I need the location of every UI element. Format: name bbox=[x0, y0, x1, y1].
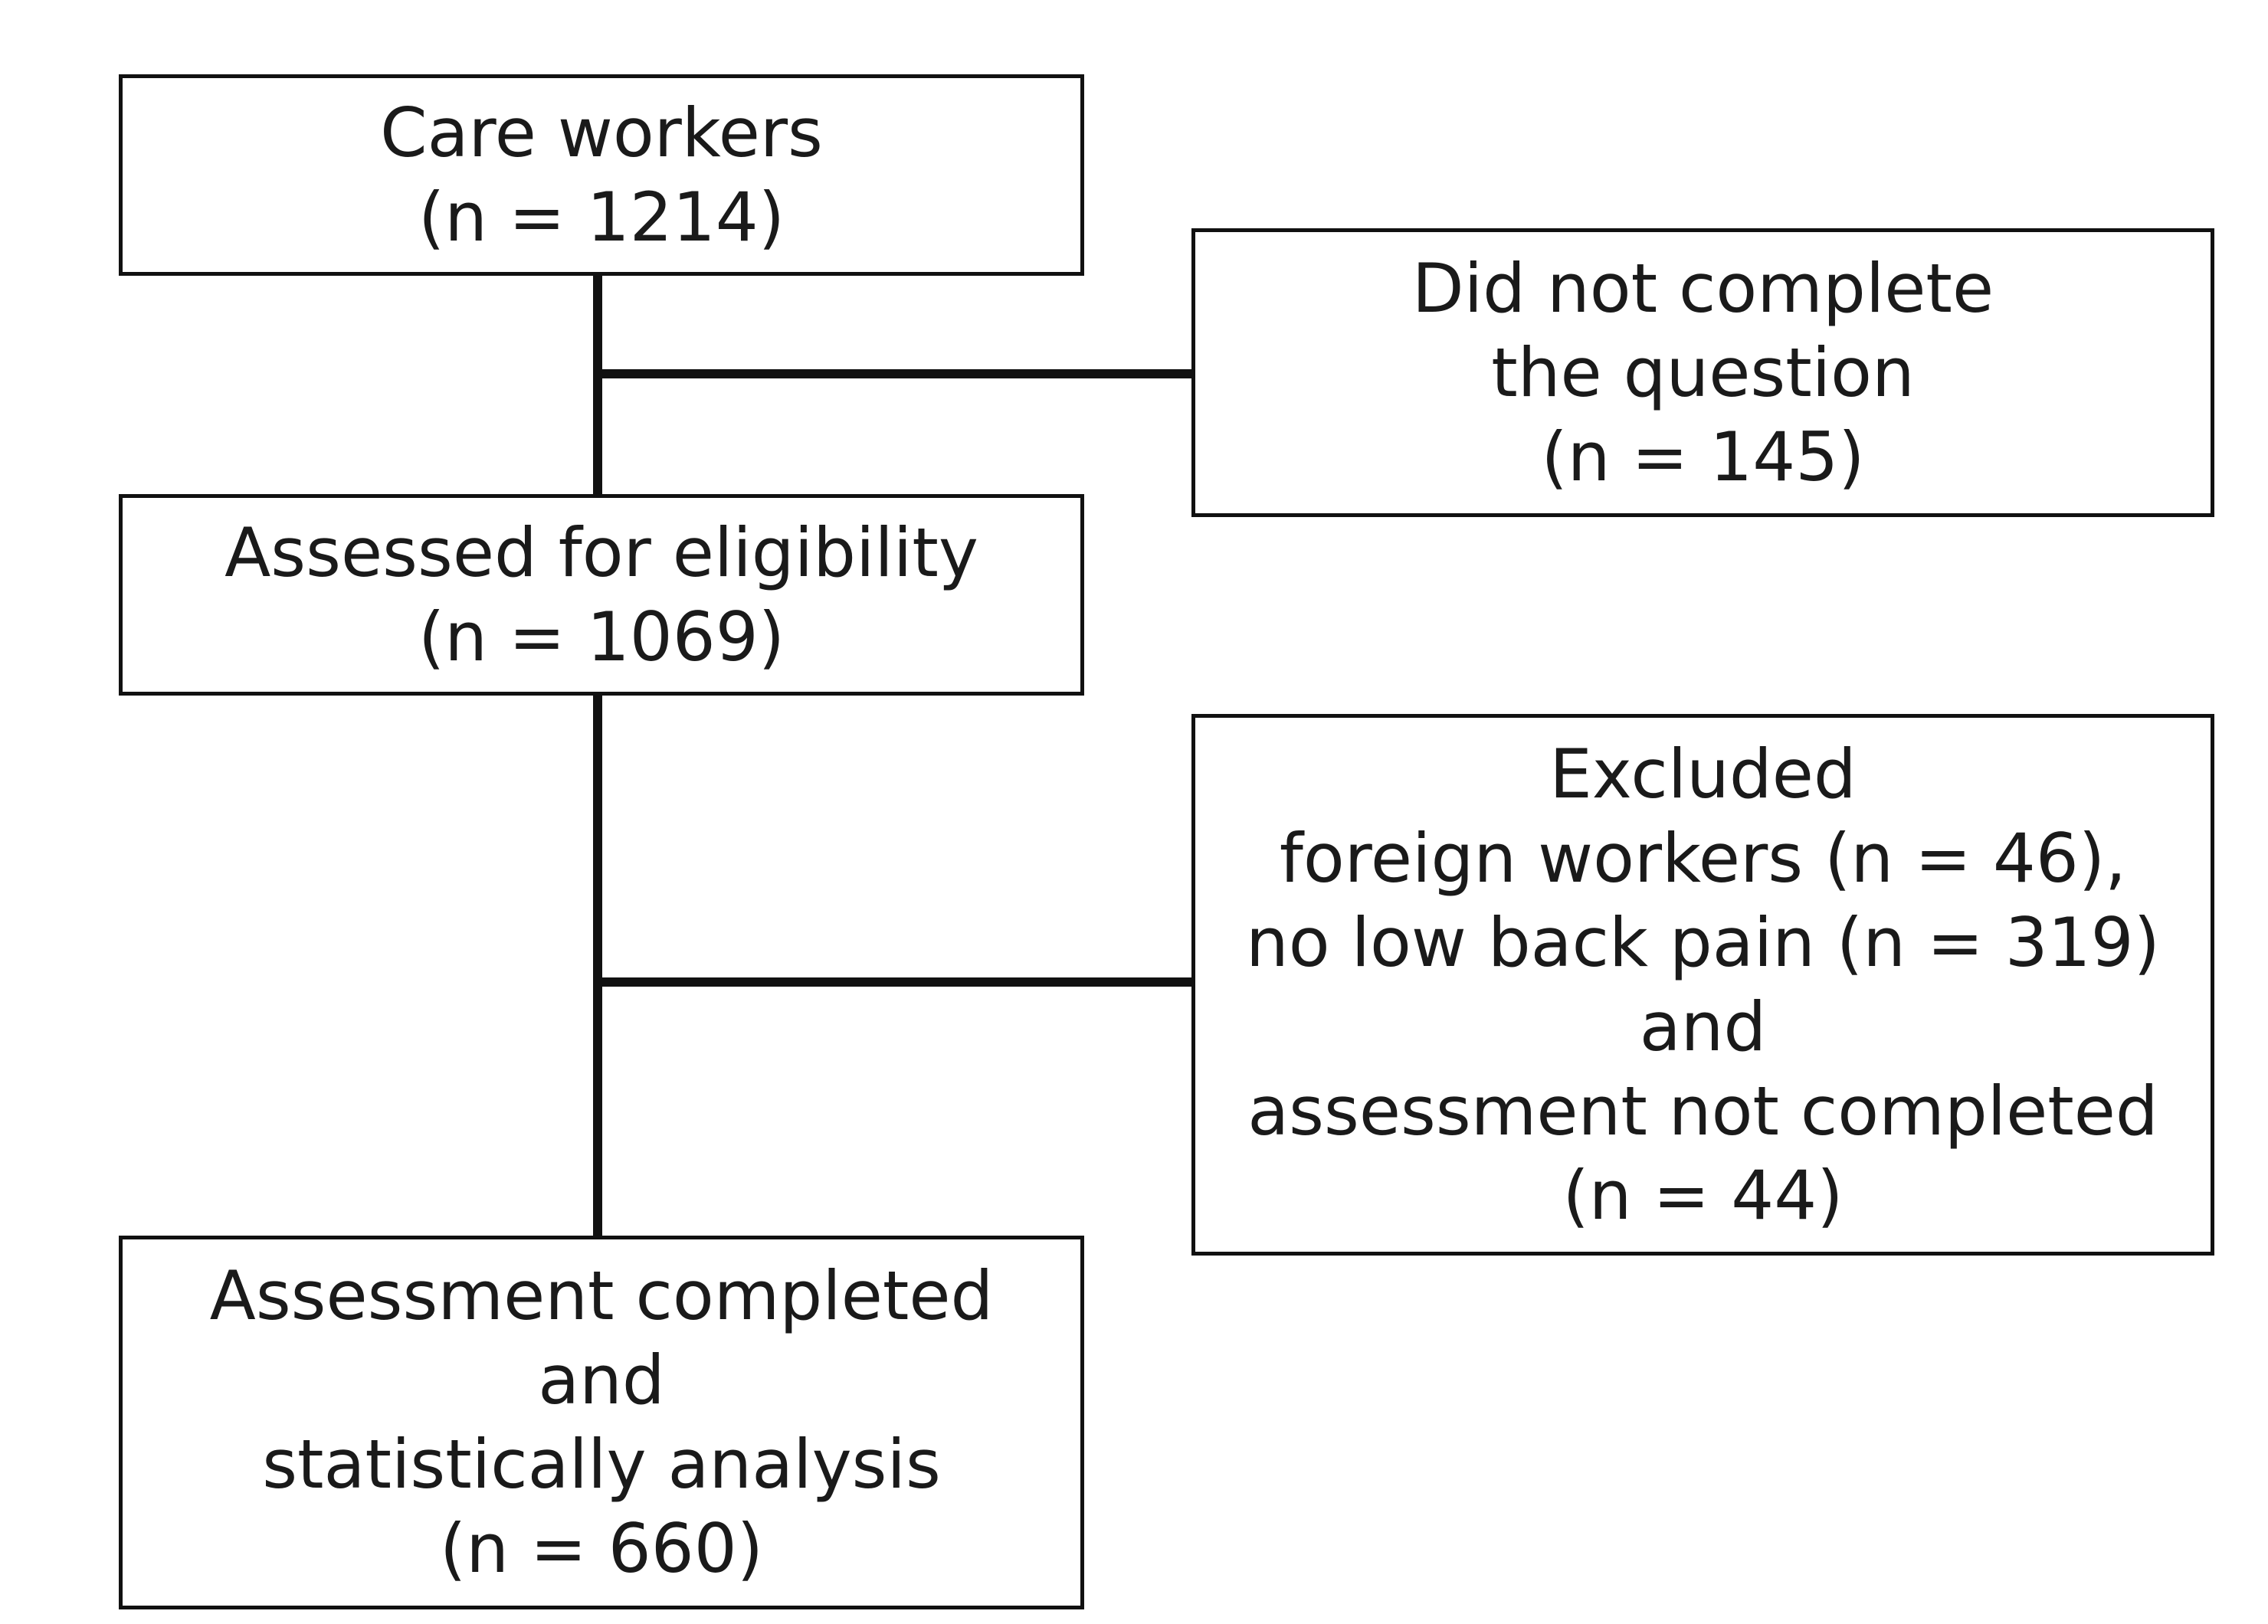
box-excluded-line: foreign workers (n = 46), bbox=[1279, 818, 2127, 898]
vertical-connector-bottom bbox=[593, 689, 602, 1239]
box-care-workers: Care workers (n = 1214) bbox=[119, 74, 1084, 276]
box-assessed-for-eligibility: Assessed for eligibility (n = 1069) bbox=[119, 494, 1084, 696]
box-excluded-line: no low back pain (n = 319) bbox=[1246, 902, 2160, 982]
box-assessed-count: (n = 1069) bbox=[418, 597, 785, 676]
box-final-count: (n = 660) bbox=[439, 1509, 764, 1588]
box-care-workers-line: Care workers bbox=[380, 93, 823, 172]
box-did-not-complete: Did not complete the question (n = 145) bbox=[1191, 228, 2214, 517]
box-assessed-line: Assessed for eligibility bbox=[225, 512, 978, 592]
box-excluded: Excluded foreign workers (n = 46), no lo… bbox=[1191, 714, 2214, 1256]
box-did-not-complete-line: the question bbox=[1491, 332, 1915, 412]
box-final-line: and bbox=[538, 1341, 665, 1419]
box-final-line: statistically analysis bbox=[262, 1425, 941, 1504]
box-final-line: Assessment completed bbox=[209, 1256, 994, 1335]
box-did-not-complete-count: (n = 145) bbox=[1541, 417, 1865, 496]
box-excluded-line: and bbox=[1639, 987, 1767, 1066]
box-assessment-completed: Assessment completed and statistically a… bbox=[119, 1236, 1084, 1609]
vertical-connector-top bbox=[593, 273, 602, 498]
box-excluded-line: assessment not completed bbox=[1247, 1071, 2158, 1151]
branch-connector-excluded bbox=[598, 977, 1195, 987]
branch-connector-did-not-complete bbox=[598, 369, 1195, 378]
box-care-workers-count: (n = 1214) bbox=[418, 177, 785, 257]
box-did-not-complete-line: Did not complete bbox=[1411, 248, 1994, 328]
box-excluded-count: (n = 44) bbox=[1562, 1155, 1844, 1235]
box-excluded-line: Excluded bbox=[1549, 734, 1857, 814]
